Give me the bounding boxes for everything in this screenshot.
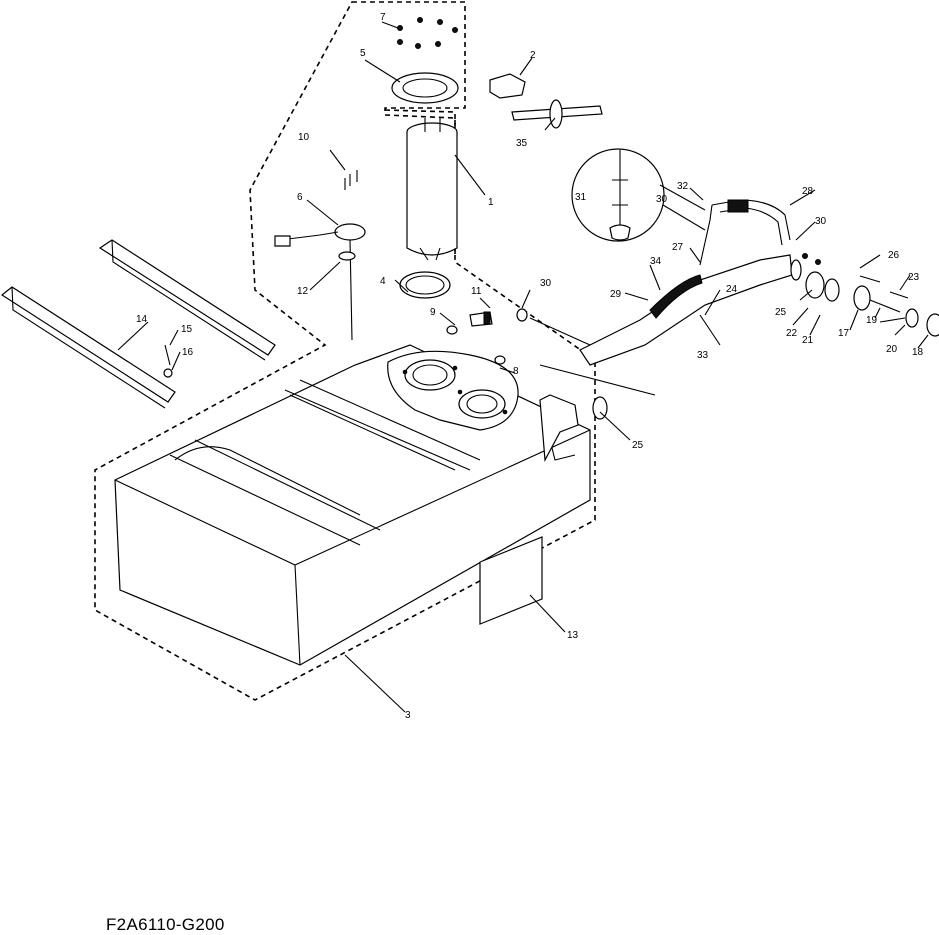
hose-clamp-25-lower — [592, 396, 608, 420]
callout-14: 14 — [136, 314, 148, 325]
callout-30-detail: 30 — [656, 194, 668, 205]
callout-10: 10 — [298, 132, 310, 143]
callout-1: 1 — [488, 197, 494, 208]
filler-cap-parts — [790, 253, 939, 337]
callout-8: 8 — [513, 366, 519, 377]
support-strap-upper — [98, 239, 276, 361]
support-strap-lower — [0, 286, 176, 409]
callout-22: 22 — [786, 328, 798, 339]
callout-23: 23 — [908, 272, 920, 283]
callout-9: 9 — [430, 307, 436, 318]
callout-2: 2 — [530, 50, 536, 61]
callout-31: 31 — [575, 192, 587, 203]
callout-17: 17 — [838, 328, 850, 339]
callout-7: 7 — [380, 12, 386, 23]
vent-hose — [711, 199, 791, 246]
leader-lines — [117, 21, 929, 713]
figure-code: F2A6110-G200 — [106, 915, 225, 934]
fuel-sender — [274, 223, 366, 341]
callout-20: 20 — [886, 344, 898, 355]
callout-28: 28 — [802, 186, 814, 197]
vent-tube — [511, 99, 603, 129]
callout-13: 13 — [567, 630, 579, 641]
callout-25-upper: 25 — [775, 307, 787, 318]
grommet — [338, 251, 356, 261]
callout-27: 27 — [672, 242, 684, 253]
lock-ring — [391, 72, 459, 104]
callout-33: 33 — [697, 350, 709, 361]
fuel-tank — [114, 344, 591, 666]
callout-4: 4 — [380, 276, 386, 287]
callout-25-lower: 25 — [632, 440, 644, 451]
filler-neck — [539, 394, 579, 463]
callout-5: 5 — [360, 48, 366, 59]
callout-15: 15 — [181, 324, 193, 335]
callout-32: 32 — [677, 181, 689, 192]
callout-6: 6 — [297, 192, 303, 203]
callout-30-fitting: 30 — [540, 278, 552, 289]
hose-coil — [727, 199, 749, 213]
callout-18: 18 — [912, 347, 924, 358]
callout-12: 12 — [297, 286, 309, 297]
tank-flange — [387, 350, 519, 431]
screws-10 — [344, 170, 358, 190]
detail-callout-circle — [571, 148, 706, 242]
callout-21: 21 — [802, 335, 814, 346]
callout-30-hose: 30 — [815, 216, 827, 227]
callout-29: 29 — [610, 289, 622, 300]
callout-3: 3 — [405, 710, 411, 721]
fuel-pump-module — [406, 118, 458, 261]
callout-26: 26 — [888, 250, 900, 261]
callout-34: 34 — [650, 256, 662, 267]
callout-11: 11 — [471, 286, 482, 297]
strap-washer — [163, 368, 173, 378]
callout-labels: 1 2 3 4 5 6 7 8 9 10 11 12 13 14 15 16 1… — [136, 12, 924, 721]
screw-set-7 — [397, 17, 458, 49]
callout-19: 19 — [866, 315, 878, 326]
vent-fittings — [446, 308, 591, 365]
label-plate — [479, 536, 543, 625]
callout-35: 35 — [516, 138, 528, 149]
strap-bolt — [164, 344, 171, 366]
bracket — [489, 73, 526, 99]
tank-assembly-boundary — [94, 1, 596, 701]
callout-16: 16 — [182, 347, 194, 358]
callout-24: 24 — [726, 284, 738, 295]
filler-hose — [579, 204, 793, 366]
